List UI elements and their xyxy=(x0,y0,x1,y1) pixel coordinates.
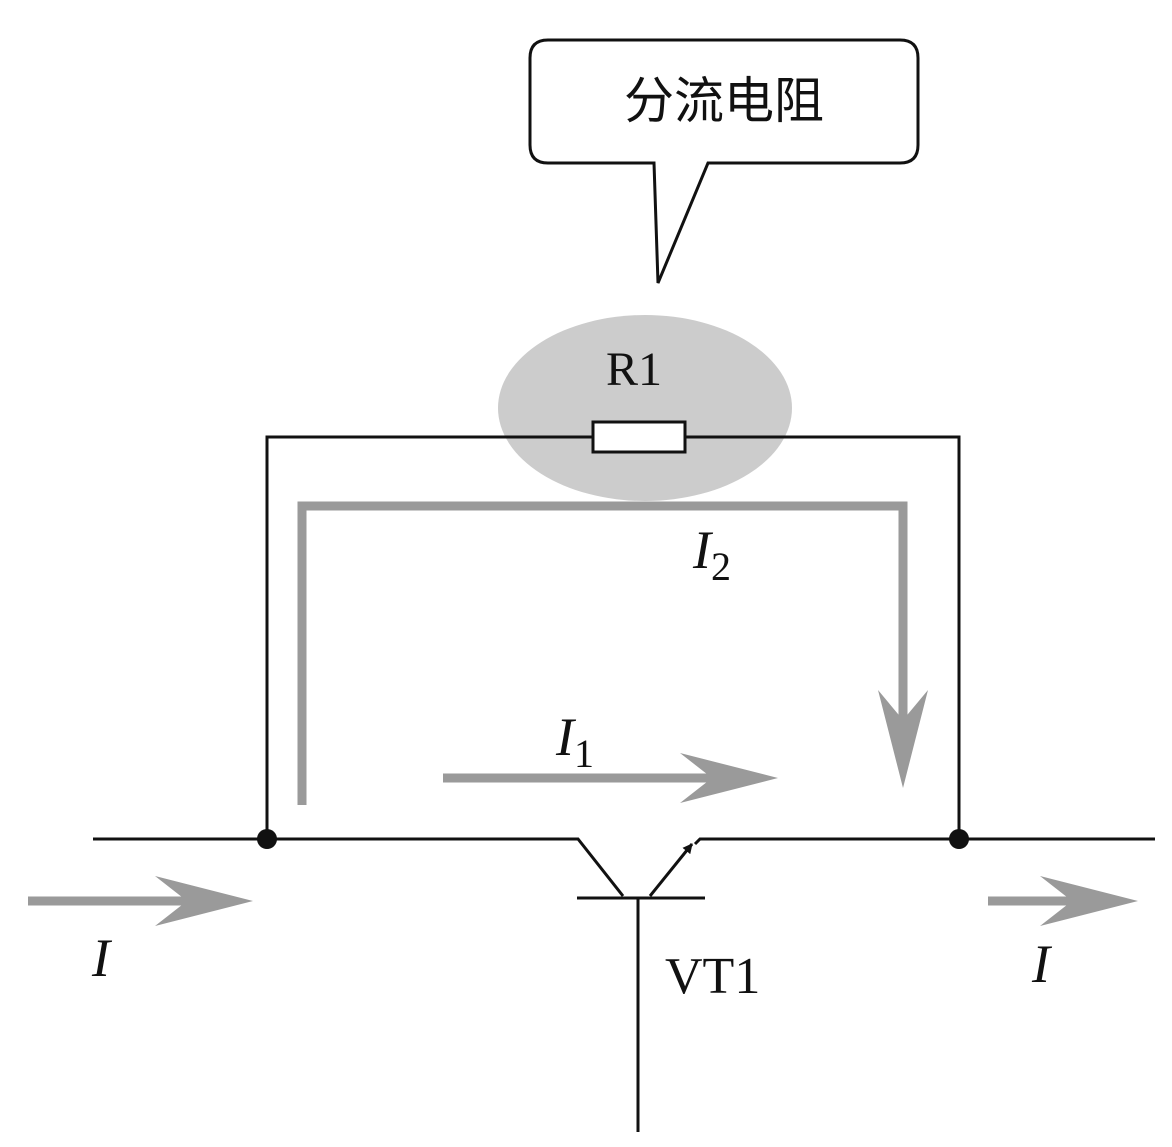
current-i2-arrow xyxy=(297,501,928,805)
top-branch-wire xyxy=(265,435,593,839)
top-branch-wire-right xyxy=(685,435,961,839)
transistor-emitter xyxy=(648,843,694,897)
current-out-arrow xyxy=(988,876,1138,926)
junction-right xyxy=(949,829,969,849)
current-in-arrow xyxy=(28,876,253,926)
current-i1-label: I1 xyxy=(555,707,594,776)
resistor-label: R1 xyxy=(606,343,662,396)
current-out-label: I xyxy=(1031,934,1053,994)
main-line-right xyxy=(693,837,1155,846)
main-line-left xyxy=(93,837,625,897)
transistor-label: VT1 xyxy=(665,948,760,1005)
circuit-wires xyxy=(93,435,1155,897)
transistor-vt1 xyxy=(577,843,705,1132)
resistor-r1 xyxy=(591,420,687,454)
current-i2-label: I2 xyxy=(692,520,731,589)
callout-text: 分流电阻 xyxy=(624,72,824,130)
junction-left xyxy=(257,829,277,849)
resistor-highlight xyxy=(498,315,792,501)
callout-bubble: 分流电阻 xyxy=(528,38,920,284)
current-i1-arrow xyxy=(443,753,778,803)
current-in-label: I xyxy=(91,928,113,988)
